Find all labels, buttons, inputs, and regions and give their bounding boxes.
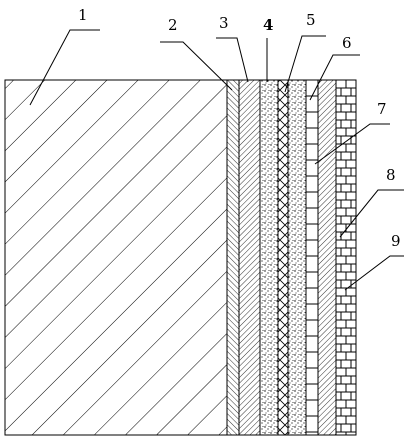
layer-2-hatched <box>226 79 240 436</box>
wall-layers <box>4 79 357 436</box>
brick-joints <box>306 80 356 435</box>
leader-8 <box>339 189 404 238</box>
layer-6-stipple <box>287 79 307 436</box>
layer-5-crosshatch <box>277 79 289 436</box>
layer-4-stipple <box>259 79 279 436</box>
leader-6 <box>309 54 360 101</box>
leader-9 <box>344 255 404 291</box>
label-7: 7 <box>377 100 387 118</box>
layer-8-hatched <box>317 79 337 436</box>
label-4: 4 <box>263 16 273 34</box>
leader-2 <box>160 41 233 91</box>
label-3: 3 <box>219 14 229 32</box>
layer-7-brick-column <box>305 79 319 436</box>
leader-lines <box>29 29 404 291</box>
label-5: 5 <box>306 11 316 29</box>
layer-3-hatched <box>238 79 261 436</box>
leader-1 <box>29 29 100 106</box>
layer-labels: 1 2 3 4 5 6 7 8 9 <box>78 6 401 250</box>
label-8: 8 <box>386 166 396 184</box>
label-9: 9 <box>391 232 401 250</box>
leader-5 <box>284 35 326 93</box>
layer-1-base-wall <box>4 79 228 436</box>
label-2: 2 <box>168 16 178 34</box>
leader-7 <box>314 123 390 165</box>
leader-3 <box>216 37 249 83</box>
label-1: 1 <box>78 6 88 24</box>
label-6: 6 <box>342 34 352 52</box>
